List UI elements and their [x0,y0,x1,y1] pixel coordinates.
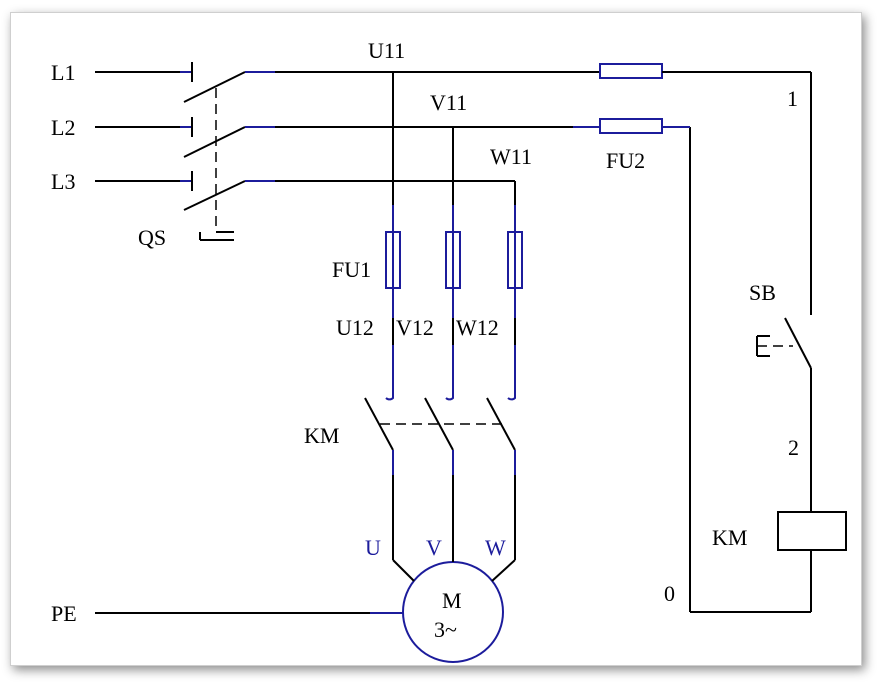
label-w11: W11 [490,144,532,169]
km-coil [777,511,847,551]
label-u12: U12 [336,315,374,340]
control-wire-node-1 [662,71,812,315]
label-fu2: FU2 [606,148,645,173]
label-km-main: KM [304,423,339,448]
fuse-fu1-u [385,231,401,289]
label-sb: SB [749,280,776,305]
label-u11: U11 [368,38,405,63]
label-node-0: 0 [664,581,675,606]
label-w12: W12 [456,315,499,340]
qs-mechanical-link [199,88,234,241]
label-l3: L3 [51,169,75,194]
label-motor-m: M [442,588,462,613]
fuse-fu2-bottom [599,118,663,134]
stop-button-sb [756,317,812,369]
diagram-frame [10,12,862,666]
label-motor-phase: 3~ [434,617,457,642]
label-km-coil: KM [712,525,747,550]
label-terminal-v: V [426,535,442,560]
label-terminal-u: U [365,535,381,560]
label-l1: L1 [51,60,75,85]
label-v12: V12 [396,315,434,340]
label-terminal-w: W [485,535,506,560]
label-pe: PE [51,601,77,626]
control-wire-node-0 [662,126,812,613]
supply-line-l2 [95,117,600,158]
label-node-2: 2 [788,435,799,460]
label-qs: QS [138,225,166,250]
fuse-fu2-top [599,63,663,79]
label-l2: L2 [51,115,75,140]
km-main-contact-v [424,390,454,560]
supply-line-l1 [95,62,600,103]
label-v11: V11 [430,90,467,115]
fuse-fu1-v [445,231,461,289]
km-main-contact-u [364,390,394,560]
fuse-fu1-w [507,231,523,289]
label-node-1: 1 [787,86,798,111]
supply-line-l3 [95,171,515,211]
label-fu1: FU1 [332,257,371,282]
